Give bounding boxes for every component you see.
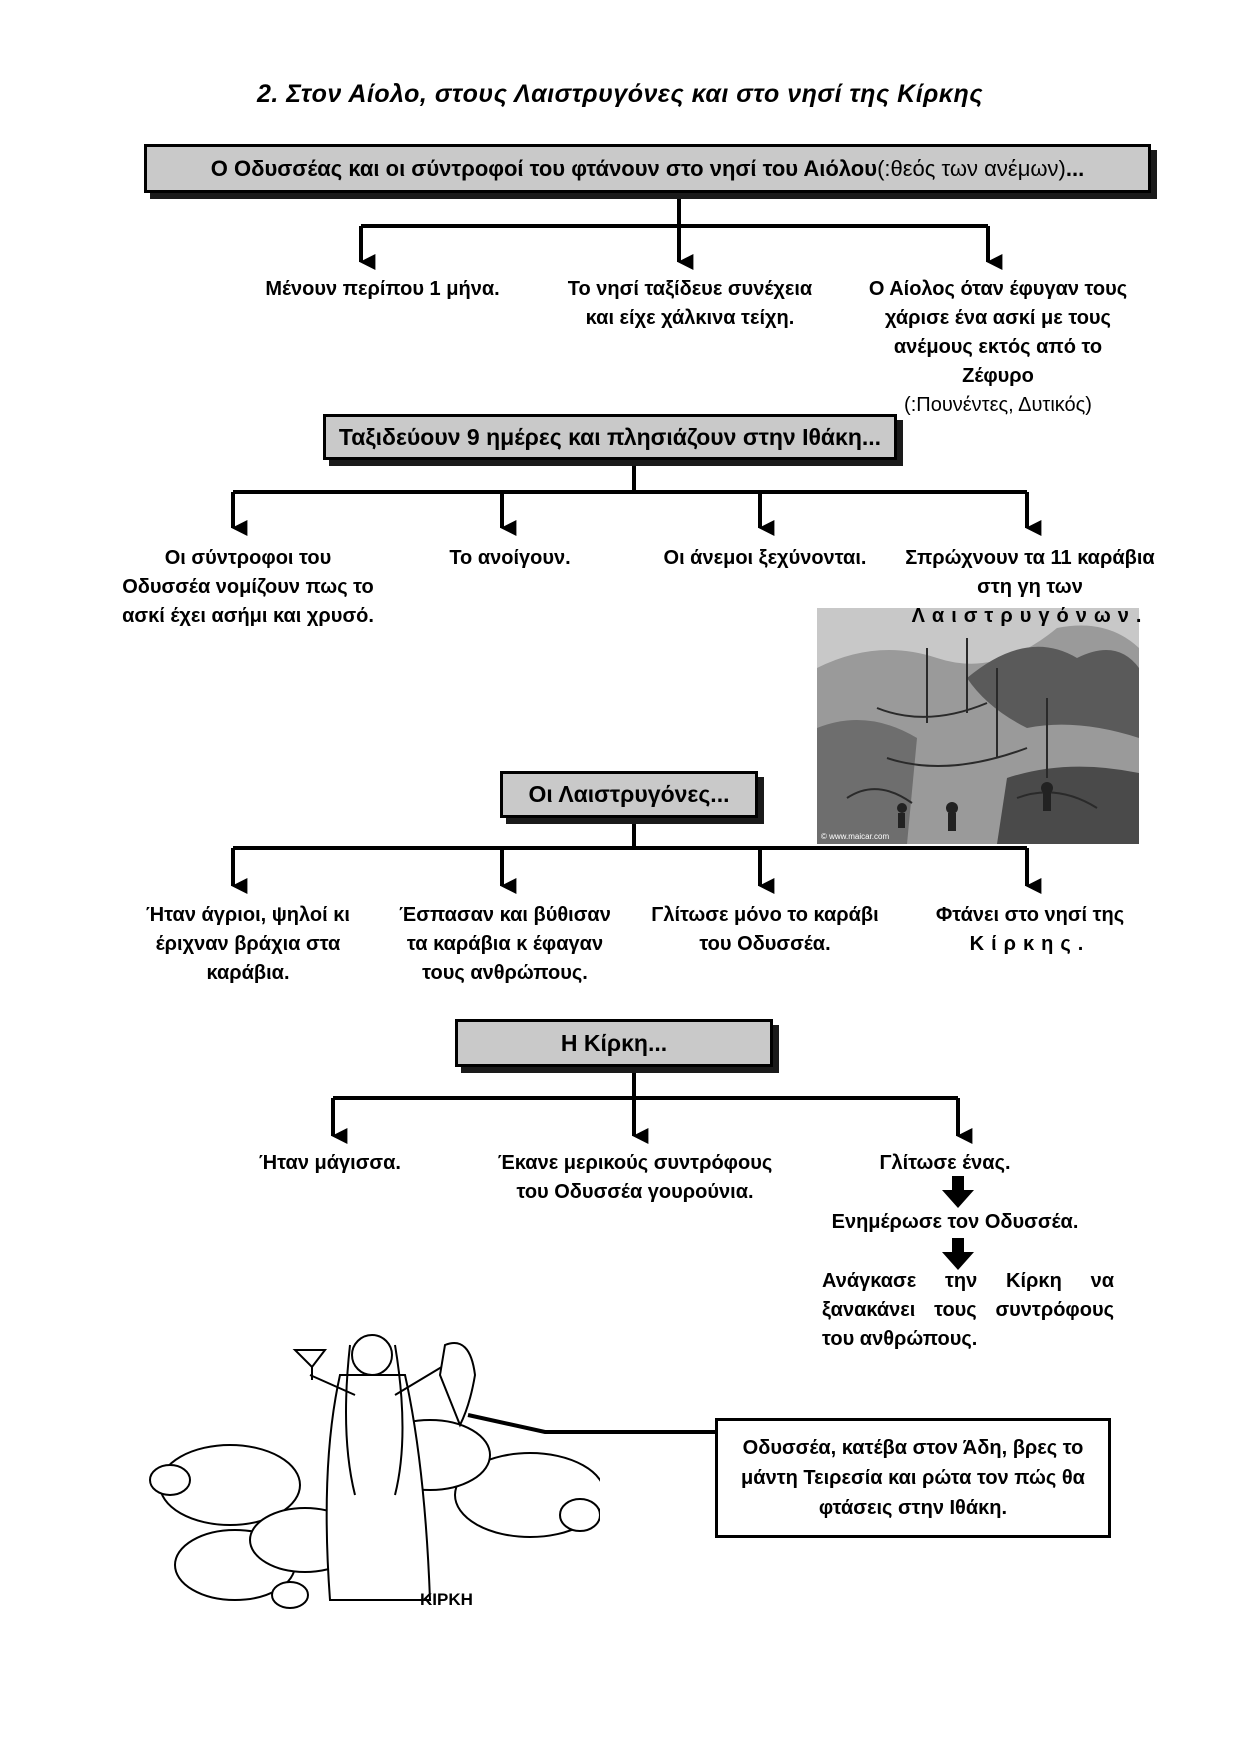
s2-item-4: Σπρώχνουν τα 11 καράβια στη γη των Λαιστ… — [905, 547, 1155, 627]
s2-item-2: Το ανοίγουν. — [449, 547, 571, 569]
s4-item-2: Έκανε μερικούς συντρόφους του Οδυσσέα γο… — [497, 1152, 773, 1203]
section4-box: Η Κίρκη... — [455, 1019, 773, 1067]
s1-item-1: Μένουν περίπου 1 μήνα. — [265, 278, 500, 300]
section1-box: Ο Οδυσσέας και οι σύντροφοί του φτάνουν … — [144, 144, 1151, 193]
s4-chain-1: Ενημέρωσε τον Οδυσσέα. — [831, 1211, 1079, 1233]
s2-item-3: Οι άνεμοι ξεχύνονται. — [663, 547, 867, 569]
page-title: 2. Στον Αίολο, στους Λαιστρυγόνες και στ… — [256, 80, 984, 108]
s3-item-3: Γλίτωσε μόνο το καράβι του Οδυσσέα. — [651, 904, 879, 955]
s4-item-3: Γλίτωσε ένας. — [879, 1152, 1011, 1174]
s3-item-1: Ήταν άγριοι, ψηλοί κι έριχναν βράχια στα… — [146, 904, 350, 984]
circe-illustration: ΚΙΡΚΗ — [149, 1334, 600, 1609]
s3-item-2: Έσπασαν και βύθισαν τα καράβια κ έφαγαν … — [399, 904, 611, 984]
laestrygonians-ships-illustration: © www.maicar.com — [817, 608, 1139, 844]
speech-box: Οδυσσέα, κατέβα στον Άδη, βρες το μάντη … — [715, 1418, 1111, 1538]
s4-chain-2: Ανάγκασε την Κίρκη να ξανακάνει τους συν… — [822, 1270, 1114, 1350]
section2-box: Ταξιδεύουν 9 ημέρες και πλησιάζουν στην … — [323, 414, 897, 460]
s2-item-4-spaced: Λαιστρυγόνων. — [911, 605, 1149, 627]
s3-item-4-spaced: Κίρκης. — [969, 933, 1091, 955]
down-arrow-icon — [942, 1176, 974, 1208]
section3-box: Οι Λαιστρυγόνες... — [500, 771, 758, 818]
s4-item-1: Ήταν μάγισσα. — [259, 1152, 401, 1174]
down-arrow-icon — [942, 1238, 974, 1270]
circe-caption: ΚΙΡΚΗ — [420, 1590, 473, 1609]
s1-item-2: Το νησί ταξίδευε συνέχεια και είχε χάλκι… — [567, 278, 813, 329]
s3-item-4: Φτάνει στο νησί της Κίρκης. — [935, 904, 1125, 955]
s1-item-3-note: (:Πουνέντες, Δυτικός) — [904, 394, 1092, 416]
s2-item-1: Οι σύντροφοι του Οδυσσέα νομίζουν πως το… — [122, 547, 374, 627]
watermark: © www.maicar.com — [821, 832, 889, 841]
s1-item-3: Ο Αίολος όταν έφυγαν τους χάρισε ένα ασκ… — [868, 278, 1128, 416]
